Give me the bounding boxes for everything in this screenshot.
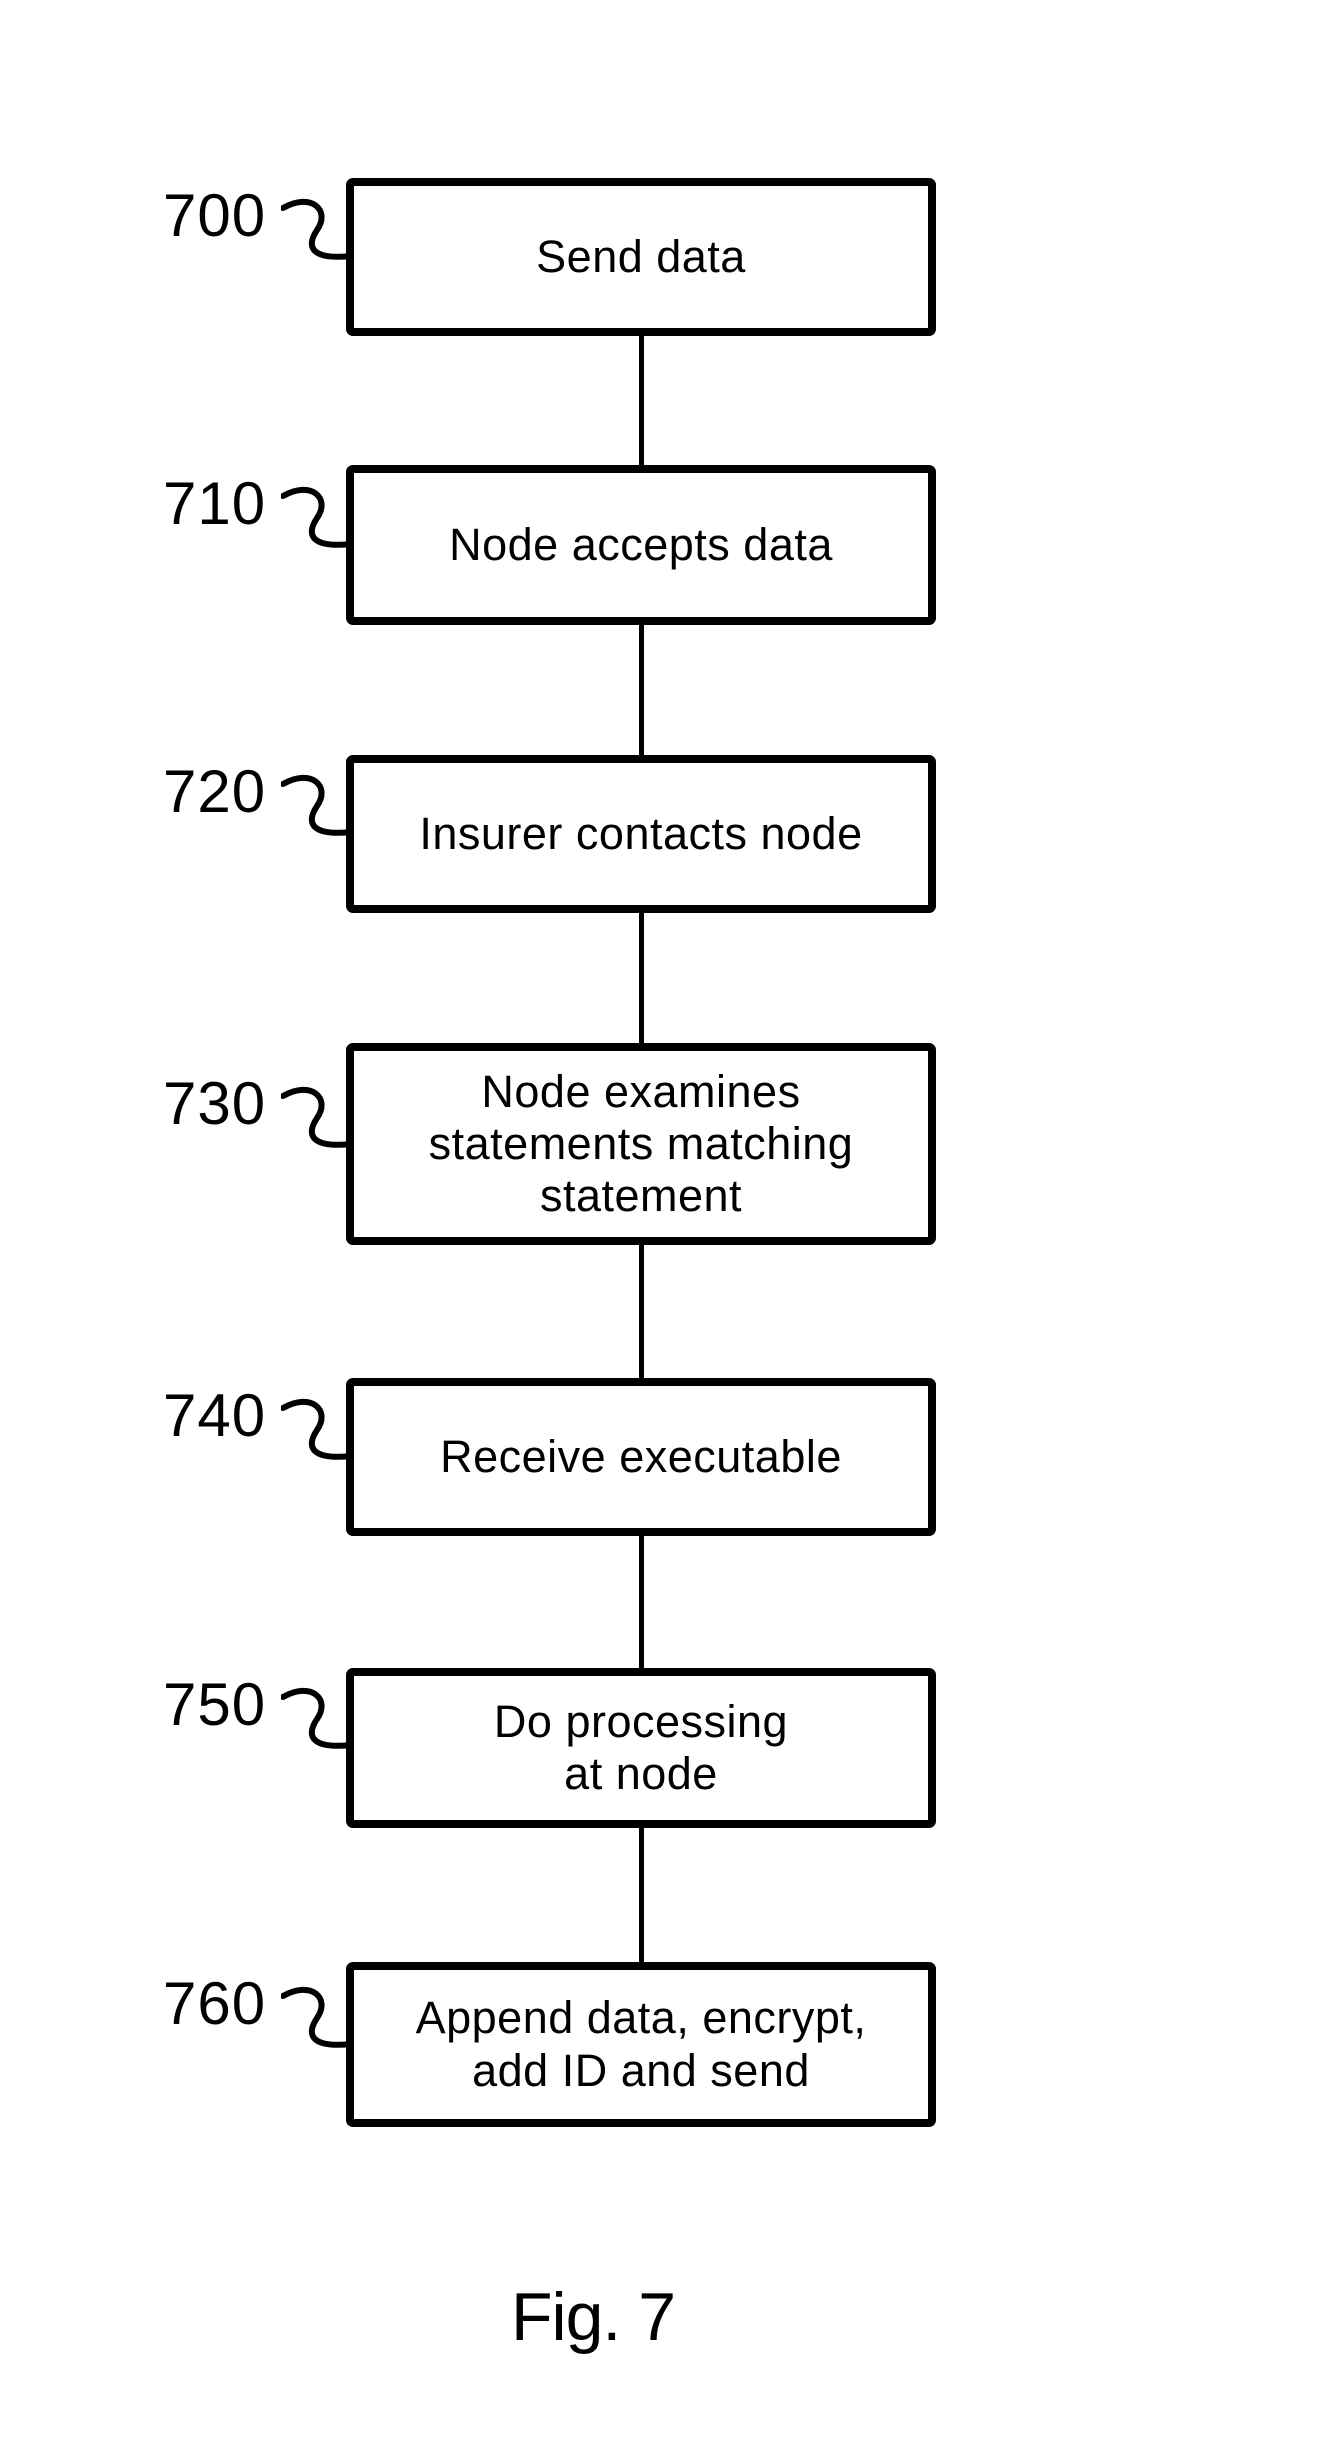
flow-box-750-text: Do processing at node: [493, 1695, 789, 1799]
flow-box-710-text: Node accepts data: [449, 518, 833, 570]
lead-line-icon: [281, 486, 353, 548]
flow-box-720-text: Insurer contacts node: [419, 807, 863, 859]
lead-line-icon: [281, 1086, 353, 1148]
ref-label-700: 700: [163, 182, 267, 249]
ref-label-760: 760: [163, 1970, 267, 2037]
connector-740-750: [639, 1532, 644, 1672]
flow-box-710: Node accepts data: [346, 465, 936, 625]
flow-box-700: Send data: [346, 178, 936, 336]
connector-730-740: [639, 1241, 644, 1382]
flow-box-760: Append data, encrypt, add ID and send: [346, 1962, 936, 2127]
connector-710-720: [639, 621, 644, 759]
ref-label-730: 730: [163, 1070, 267, 1137]
ref-label-720: 720: [163, 758, 267, 825]
ref-label-710: 710: [163, 470, 267, 537]
lead-line-icon: [281, 1986, 353, 2048]
connector-720-730: [639, 909, 644, 1047]
flow-box-740-text: Receive executable: [440, 1430, 842, 1482]
flow-box-720: Insurer contacts node: [346, 755, 936, 913]
flow-box-750: Do processing at node: [346, 1668, 936, 1828]
flow-box-730: Node examines statements matching statem…: [346, 1043, 936, 1245]
flow-box-760-text: Append data, encrypt, add ID and send: [415, 1992, 867, 2096]
flow-box-740: Receive executable: [346, 1378, 936, 1536]
ref-label-740: 740: [163, 1382, 267, 1449]
flow-box-730-text: Node examines statements matching statem…: [428, 1065, 854, 1222]
figure-caption: Fig. 7: [510, 2279, 676, 2355]
lead-line-icon: [281, 1398, 353, 1460]
ref-label-750: 750: [163, 1671, 267, 1738]
connector-700-710: [639, 332, 644, 469]
lead-line-icon: [281, 1687, 353, 1749]
connector-750-760: [639, 1824, 644, 1966]
flow-box-700-text: Send data: [536, 230, 746, 282]
lead-line-icon: [281, 198, 353, 260]
lead-line-icon: [281, 774, 353, 836]
